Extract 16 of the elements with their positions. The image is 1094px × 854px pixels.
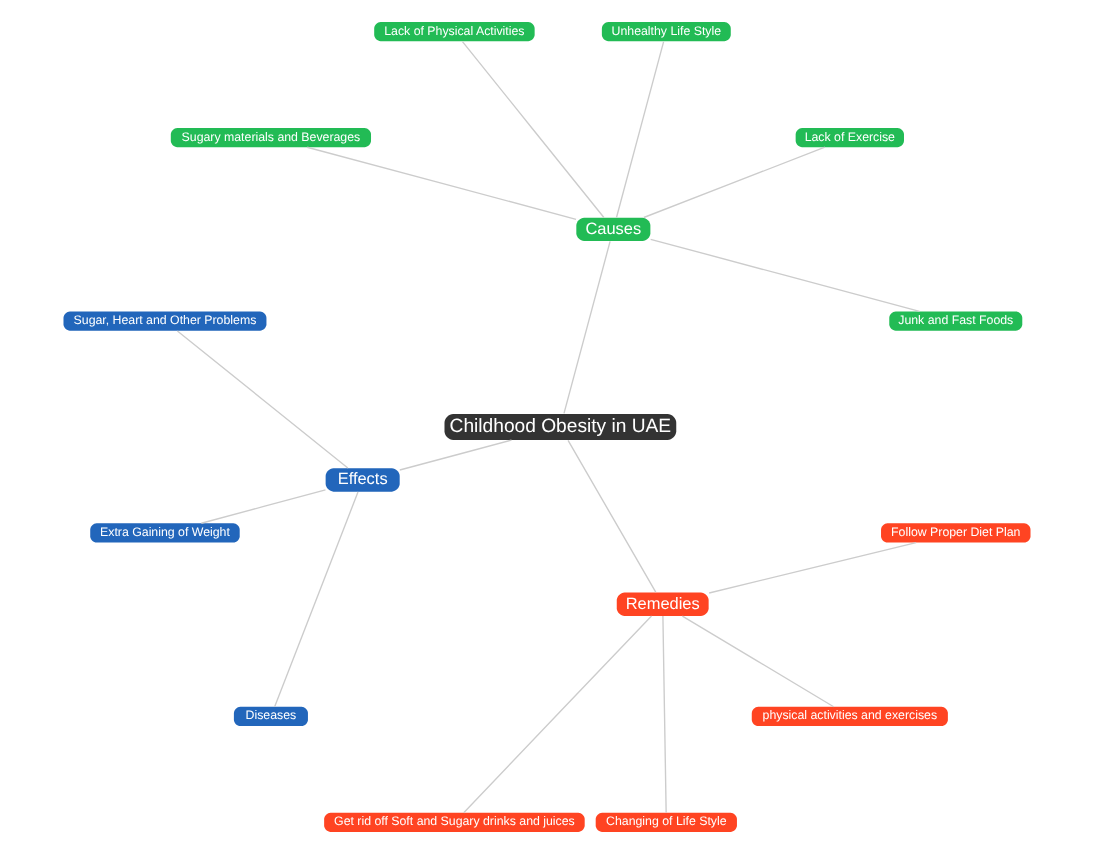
- connector: [643, 146, 826, 219]
- connector: [649, 238, 921, 313]
- connector: [273, 491, 359, 708]
- connector: [200, 489, 327, 524]
- connector: [567, 439, 657, 593]
- connector: [176, 330, 349, 469]
- connector: [461, 40, 605, 219]
- connector: [563, 240, 611, 415]
- connector: [662, 615, 667, 814]
- node-box: Childhood Obesity in UAE: [444, 413, 677, 441]
- connector: [399, 439, 513, 471]
- connector: [306, 146, 577, 220]
- connector: [463, 615, 653, 814]
- connector: [615, 40, 665, 219]
- connector: [681, 615, 835, 708]
- connector: [708, 541, 917, 594]
